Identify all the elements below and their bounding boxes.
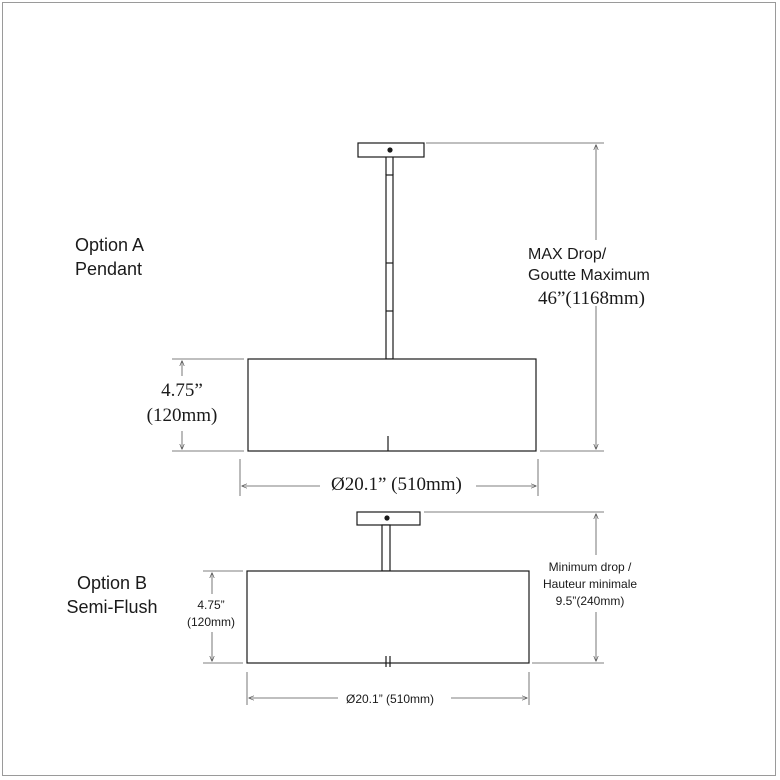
semiflush-drop-label-en: Minimum drop / bbox=[548, 560, 632, 574]
option-a-title: Option A bbox=[75, 235, 145, 255]
semiflush-drop-label-fr: Hauteur minimale bbox=[543, 577, 638, 591]
semiflush-stem bbox=[381, 524, 391, 572]
semiflush-shade bbox=[246, 570, 530, 664]
pendant-drop-label-en: MAX Drop/ bbox=[528, 246, 607, 263]
option-b-heading: Option B Semi-Flush bbox=[62, 571, 162, 619]
pendant-height-inches: 4.75” bbox=[161, 380, 203, 401]
pendant-canopy-screw bbox=[387, 147, 393, 153]
option-b-title: Option B bbox=[76, 573, 148, 593]
semiflush-height-label: 4.75” (120mm) bbox=[180, 597, 242, 631]
semiflush-canopy-screw bbox=[384, 515, 390, 521]
pendant-height-mm: (120mm) bbox=[146, 405, 218, 426]
pendant-drop-label-fr: Goutte Maximum bbox=[528, 267, 650, 284]
option-a-heading: Option A Pendant bbox=[75, 233, 144, 281]
semiflush-fixture bbox=[246, 511, 530, 667]
semiflush-dimensions bbox=[203, 511, 604, 705]
option-a-type: Pendant bbox=[75, 259, 143, 279]
pendant-shade bbox=[247, 358, 537, 452]
pendant-height-label: 4.75” (120mm) bbox=[143, 378, 221, 428]
option-b-type: Semi-Flush bbox=[66, 597, 158, 617]
pendant-drop-value: 46”(1168mm) bbox=[538, 288, 645, 309]
semiflush-height-inches: 4.75” bbox=[197, 598, 225, 612]
pendant-diameter-label: Ø20.1” (510mm) bbox=[327, 473, 466, 497]
pendant-fixture bbox=[247, 142, 537, 452]
semiflush-min-drop-label: Minimum drop / Hauteur minimale 9.5”(240… bbox=[543, 559, 637, 610]
pendant-max-drop-label: MAX Drop/ Goutte Maximum 46”(1168mm) bbox=[528, 244, 650, 312]
semiflush-drop-value: 9.5”(240mm) bbox=[555, 594, 625, 608]
semiflush-diameter-label: Ø20.1” (510mm) bbox=[342, 691, 439, 707]
pendant-rod bbox=[385, 174, 394, 360]
semiflush-height-mm: (120mm) bbox=[186, 615, 235, 629]
pendant-dimensions bbox=[172, 142, 604, 496]
